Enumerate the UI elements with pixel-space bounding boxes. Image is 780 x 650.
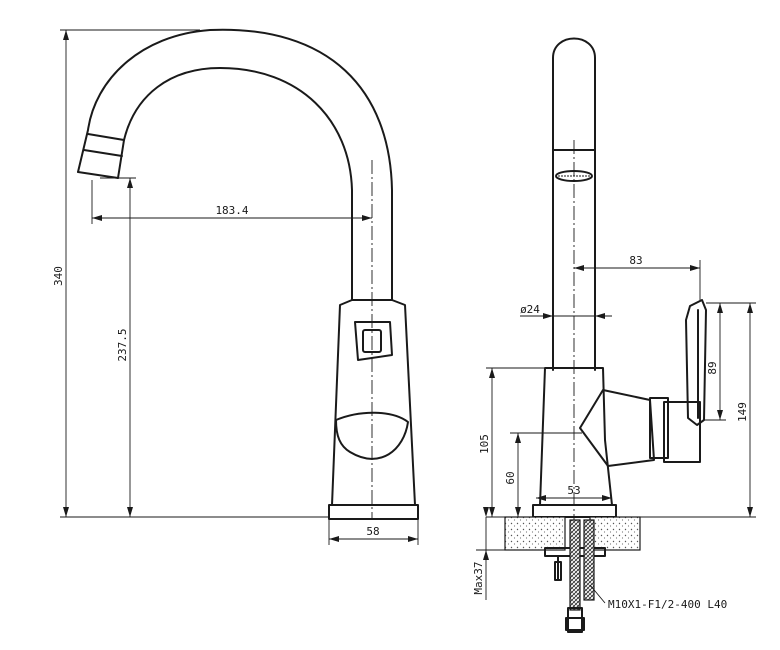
side-spout [552,37,596,371]
front-base-plate [328,504,419,520]
dim-237-label: 237.5 [116,328,129,361]
hose-spec-label: M10X1-F1/2-400 L40 [608,598,727,611]
dim-149-label: 149 [736,402,749,422]
front-aerator [77,133,125,179]
dim-89-label: 89 [706,361,719,374]
countertop-right [589,516,641,551]
front-lever-inner [362,329,382,353]
dim-d24-label: ø24 [520,303,540,316]
front-lever-base [335,411,409,460]
dim-340-label: 340 [52,266,65,286]
side-body [539,367,613,506]
side-view: 83 ø24 89 149 105 60 [472,37,756,633]
dim-83-label: 83 [629,254,642,267]
side-base-plate [532,504,617,518]
countertop-left [504,516,566,551]
front-lever-window [354,321,393,361]
front-spout-outer [77,28,393,301]
dim-max37-label: Max37 [472,561,485,594]
dim-183-label: 183.4 [215,204,248,217]
front-spout-inner [117,67,353,301]
side-lever [685,299,707,426]
side-cartridge [579,389,655,467]
dim-60-label: 60 [504,471,517,484]
side-hose-right [583,519,595,601]
dim-58-label: 58 [366,525,379,538]
front-view: 340 237.5 183.4 58 [52,28,419,545]
dim-53-label: 53 [567,484,580,497]
dim-105-label: 105 [478,434,491,454]
hose-spec-leader [589,584,606,604]
side-hose-left [569,519,581,611]
